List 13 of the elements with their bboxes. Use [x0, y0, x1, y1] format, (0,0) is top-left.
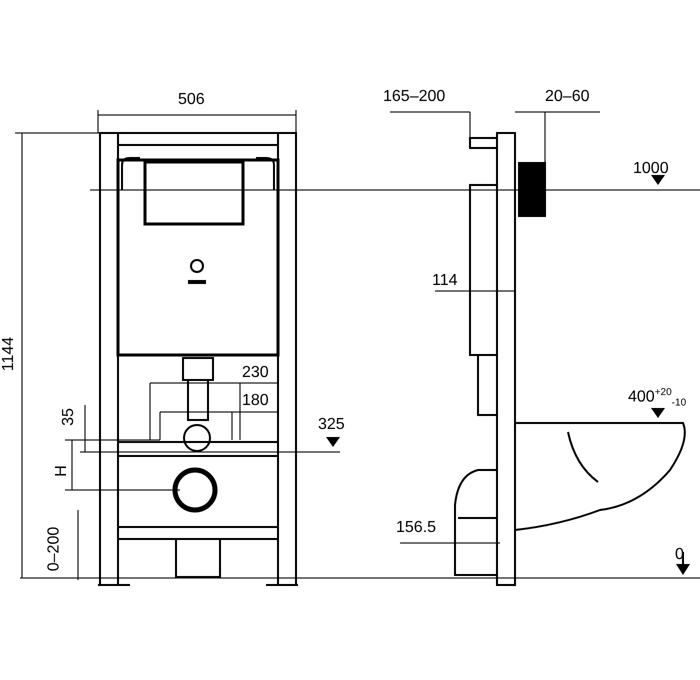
dimension-label: 20–60	[545, 88, 590, 106]
dimension-label: 1144	[0, 336, 18, 372]
dimension-label: 156.5	[396, 519, 436, 537]
dimension-label: 180	[242, 392, 269, 410]
dimension-label: 325	[318, 416, 345, 434]
dimension-label: 114	[432, 272, 458, 290]
dimension-label: 506	[178, 91, 205, 109]
dimension-label: 230	[242, 364, 269, 382]
dimension-label: 35	[60, 408, 78, 426]
dimension-label: 1000	[633, 160, 669, 178]
dimension-label: 0–200	[45, 526, 64, 572]
dimension-label: 165–200	[383, 88, 446, 106]
dimension-label: H	[52, 465, 71, 477]
